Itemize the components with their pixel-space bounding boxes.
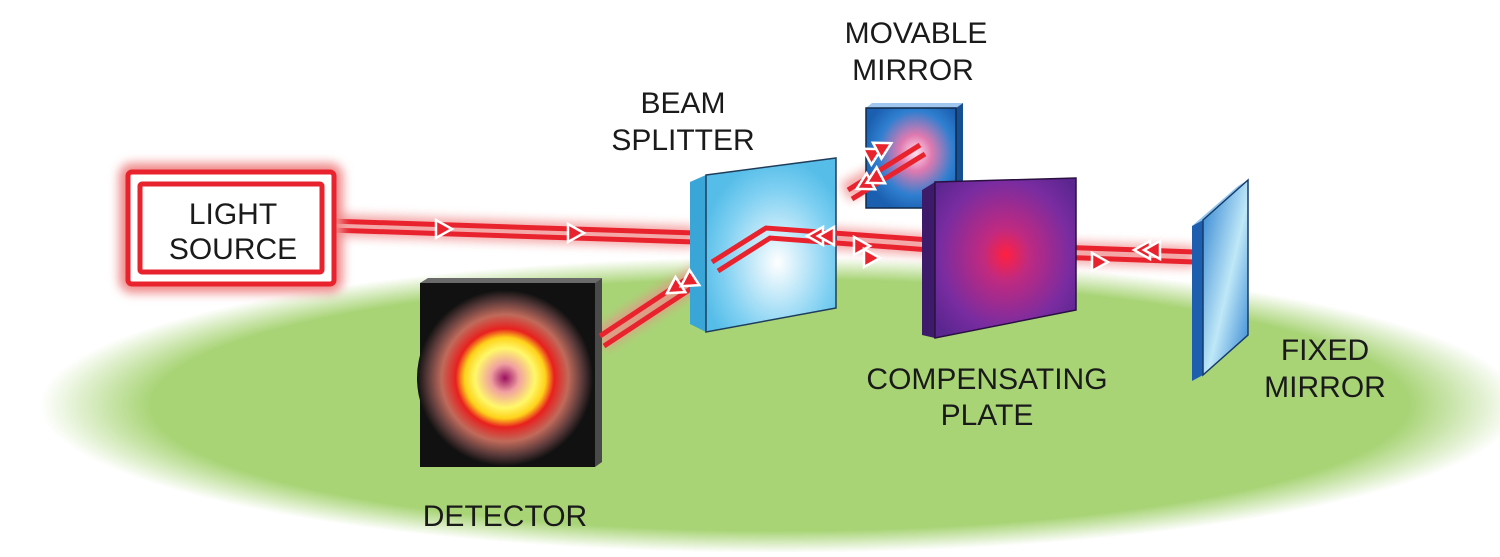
beam-splitter-label-2: SPLITTER <box>611 124 754 157</box>
movable-mirror-label-2: MIRROR <box>852 54 974 87</box>
fixed-mirror-label-1: FIXED <box>1281 334 1369 367</box>
compensating-plate-label-1: COMPENSATING <box>866 363 1107 396</box>
beam-splitter-label-1: BEAM <box>640 87 725 120</box>
compensating-plate <box>922 177 1077 339</box>
detector-label: DETECTOR <box>423 500 587 533</box>
splitter-beams <box>710 225 931 274</box>
light-source <box>119 163 343 293</box>
fixed-mirror-label-2: MIRROR <box>1264 371 1386 404</box>
fixed-mirror <box>1192 178 1249 381</box>
optical-table <box>40 257 1500 553</box>
compensating-plate-label-2: PLATE <box>941 399 1034 432</box>
beam-splitter <box>690 157 837 333</box>
light-source-label-2: SOURCE <box>169 233 297 266</box>
movable-mirror-label-1: MOVABLE <box>845 17 988 50</box>
detector <box>417 278 602 467</box>
light-source-label-1: LIGHT <box>189 198 277 231</box>
